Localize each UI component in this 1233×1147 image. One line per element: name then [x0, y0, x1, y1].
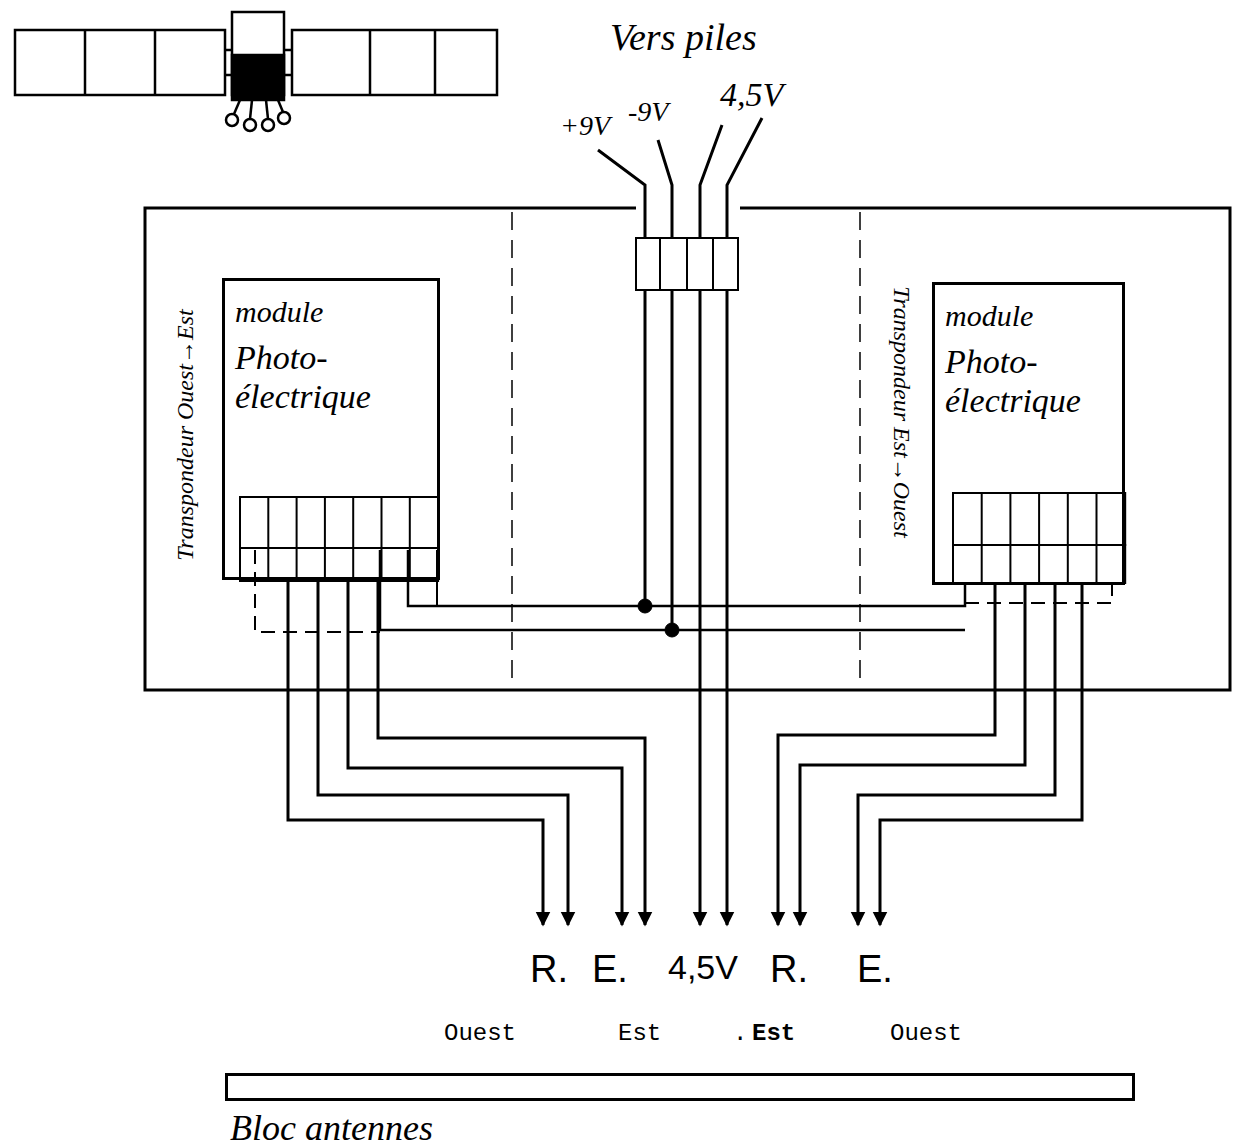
photoelectric-module: modulePhoto- électrique — [932, 282, 1125, 585]
photoelectric-module: modulePhoto- électrique — [222, 278, 440, 580]
signal-name: E. — [857, 950, 893, 988]
module-name: Photo- électrique — [235, 338, 427, 416]
transponder-label: Transpondeur Ouest→Est — [173, 309, 197, 560]
direction-label: . — [733, 1022, 747, 1046]
signal-wire — [348, 580, 622, 925]
module-heading: module — [235, 295, 427, 330]
signal-wire — [880, 585, 1082, 925]
signal-wire — [800, 585, 1025, 925]
signal-wire — [858, 585, 1055, 925]
module-heading: module — [945, 299, 1112, 334]
transponder-label: Transpondeur Est→Ouest — [890, 286, 914, 537]
antenna-block: Bloc antennes — [225, 1073, 1135, 1101]
signal-name: R. — [530, 950, 568, 988]
pin-strips — [240, 493, 1125, 583]
terminal-name: +9V — [560, 112, 610, 140]
power-bus — [255, 550, 1112, 637]
block-title: Bloc antennes — [230, 1108, 433, 1147]
signal-wire — [378, 580, 645, 925]
battery-title: Vers piles — [610, 18, 757, 56]
direction-label: Est — [618, 1022, 661, 1046]
module-name: Photo- électrique — [945, 342, 1112, 420]
battery-connector — [636, 238, 738, 290]
direction-label: Ouest — [444, 1022, 516, 1046]
signal-wire — [318, 580, 568, 925]
housing — [145, 208, 1230, 690]
signal-name: 4,5V — [668, 950, 738, 984]
signal-wire — [778, 585, 995, 925]
satellite — [15, 12, 497, 131]
direction-label: Est — [752, 1022, 795, 1046]
direction-label: Ouest — [890, 1022, 962, 1046]
signal-name: R. — [770, 950, 808, 988]
signal-wire — [288, 580, 543, 925]
terminal-name: 4,5V — [720, 78, 783, 112]
signal-name: E. — [592, 950, 628, 988]
terminal-name: -9V — [628, 98, 668, 126]
